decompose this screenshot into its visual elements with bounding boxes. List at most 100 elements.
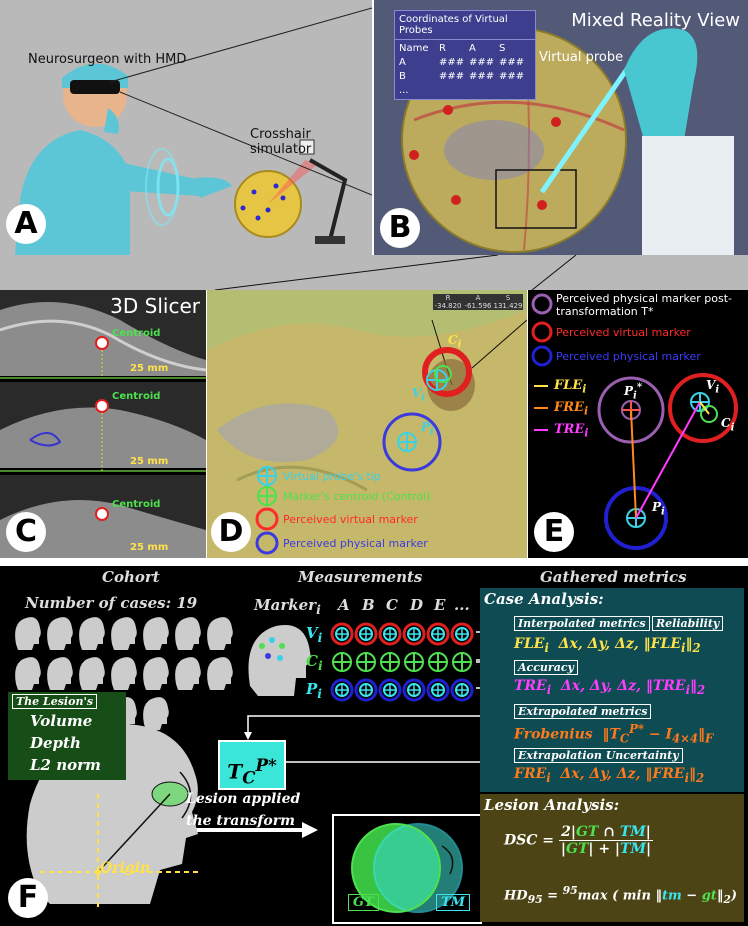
transform-box: TCP* bbox=[218, 740, 286, 790]
hd-formula: HD95 = 95max ( min ‖tm − gt‖2) bbox=[504, 884, 738, 906]
fle-formula-name: FLE bbox=[514, 636, 545, 652]
panel-c-label: C bbox=[6, 512, 46, 552]
tm-label: TM bbox=[436, 894, 471, 911]
legend-perceived-virtual: Perceived virtual marker bbox=[556, 326, 691, 339]
probe-table-cell: A bbox=[399, 57, 406, 68]
centroid-label: Centroid bbox=[112, 391, 161, 402]
lesion-tag: The Lesion's bbox=[12, 694, 98, 709]
case-analysis-title: Case Analysis: bbox=[484, 590, 604, 608]
separator-strip bbox=[0, 255, 748, 290]
panel-f: Cohort Number of cases: 19 Measurements … bbox=[0, 566, 748, 926]
fre-formula-name: FRE bbox=[514, 766, 547, 782]
row-c-label: Ci bbox=[306, 652, 323, 673]
scale-label: 25 mm bbox=[130, 456, 169, 467]
row-c-text: C bbox=[306, 652, 318, 670]
legend-physical-marker: Perceived physical marker bbox=[283, 537, 428, 550]
fle-formula: FLEi Δx, Δy, Δz, ‖FLEi‖2 bbox=[514, 636, 701, 655]
marker-col-d: D bbox=[410, 596, 424, 614]
panel-b: Coordinates of Virtual Probes Name R A S… bbox=[374, 0, 748, 255]
e-vi-label: Vi bbox=[706, 378, 720, 396]
fle-label: FLEi bbox=[554, 378, 587, 396]
probe-table-cell: ### bbox=[499, 57, 525, 68]
mixed-reality-title: Mixed Reality View bbox=[571, 10, 740, 31]
tre-text: TRE bbox=[554, 422, 585, 437]
gathered-title: Gathered metrics bbox=[540, 568, 687, 586]
panel-d-label: D bbox=[211, 512, 251, 552]
coord-readout: R A S -34.820 -61.596 131.429 bbox=[433, 294, 523, 310]
tre-label: TREi bbox=[554, 422, 589, 440]
probe-table-cell: ### bbox=[439, 71, 465, 82]
probe-table-cell: ### bbox=[469, 57, 495, 68]
fre-text: FRE bbox=[554, 400, 584, 415]
centroid-label: Centroid bbox=[112, 328, 161, 339]
e-pi-label: Pi bbox=[652, 500, 665, 518]
lesion-volume: Volume bbox=[30, 712, 93, 730]
gt-tm-overlap bbox=[351, 823, 463, 913]
panel-f-label: F bbox=[8, 878, 48, 918]
probe-table-body: Name R A S A ### ### ### B ### ### ### .… bbox=[395, 40, 535, 99]
fle-text: FLE bbox=[554, 378, 583, 393]
probe-table: Coordinates of Virtual Probes Name R A S… bbox=[394, 10, 536, 100]
coord-value: -61.596 bbox=[464, 302, 492, 310]
panel-a: Neurosurgeon with HMD Crosshair simulato… bbox=[0, 0, 372, 255]
probe-table-cell: B bbox=[399, 71, 406, 82]
coord-header: S bbox=[505, 294, 511, 302]
pi-label: Pi bbox=[421, 420, 434, 438]
centroid-label: Centroid bbox=[112, 499, 161, 510]
lesion-box bbox=[8, 692, 126, 780]
origin-label: Origin bbox=[100, 860, 151, 876]
slicer-views bbox=[0, 290, 206, 558]
cohort-title: Cohort bbox=[102, 568, 160, 586]
measurement-head bbox=[248, 625, 311, 696]
probe-table-cell: ### bbox=[499, 71, 525, 82]
measurements-title: Measurements bbox=[298, 568, 423, 586]
probe-table-cell bbox=[439, 85, 469, 96]
reliability-tag: Reliability bbox=[652, 616, 724, 631]
vi-label: Vi bbox=[412, 386, 426, 404]
interp-tag: Interpolated metrics bbox=[514, 616, 650, 631]
legend-virtual-marker: Perceived virtual marker bbox=[283, 513, 418, 526]
marker-col-more: ... bbox=[454, 596, 470, 614]
panel-c: 3D Slicer Centroid 25 mm Centroid 25 mm … bbox=[0, 290, 206, 558]
extrap-tag: Extrapolated metrics bbox=[514, 704, 652, 719]
marker-text: Marker bbox=[254, 596, 317, 614]
panel-b-label: B bbox=[380, 208, 420, 248]
scale-label: 25 mm bbox=[130, 542, 169, 553]
panel-a-label: A bbox=[6, 204, 46, 244]
probe-table-header: S bbox=[499, 43, 506, 54]
coord-header: A bbox=[475, 294, 481, 302]
surgeon-caption: Neurosurgeon with HMD bbox=[28, 52, 187, 67]
panel-d: R A S -34.820 -61.596 131.429 Ci Vi Pi V… bbox=[207, 290, 527, 558]
coord-value: 131.429 bbox=[493, 302, 523, 310]
lesion-analysis-box bbox=[480, 794, 744, 922]
marker-col-a: A bbox=[338, 596, 350, 614]
probe-table-header: R bbox=[439, 43, 446, 54]
marker-label: Markeri bbox=[254, 596, 321, 617]
probe-table-cell: ### bbox=[469, 71, 495, 82]
marker-col-e: E bbox=[434, 596, 446, 614]
panel-e-label: E bbox=[534, 512, 574, 552]
zoom-lines bbox=[214, 255, 577, 290]
dsc-text: DSC bbox=[504, 832, 538, 849]
probe-table-header: A bbox=[469, 43, 476, 54]
marker-col-c: C bbox=[386, 596, 398, 614]
row-p-label: Pi bbox=[306, 680, 323, 701]
fre-label: FREi bbox=[554, 400, 589, 418]
legend-post-transform: Perceived physical marker post-transform… bbox=[556, 292, 732, 318]
lesion-depth: Depth bbox=[30, 734, 81, 752]
lesion-analysis-title: Lesion Analysis: bbox=[484, 796, 620, 814]
probe-table-cell: ### bbox=[439, 57, 465, 68]
scale-label: 25 mm bbox=[130, 363, 169, 374]
fre-formula: FREi Δx, Δy, Δz, ‖FREi‖2 bbox=[514, 766, 705, 785]
marker-glyph-grid bbox=[330, 622, 474, 702]
hd-text: HD bbox=[504, 888, 528, 904]
coord-value: -34.820 bbox=[434, 302, 462, 310]
row-p-text: P bbox=[306, 680, 318, 698]
frobenius-name: Frobenius bbox=[514, 726, 593, 743]
error-geometry bbox=[531, 293, 738, 550]
case-analysis-box bbox=[480, 588, 744, 792]
row-v-text: V bbox=[306, 624, 318, 642]
probe-table-cell bbox=[499, 85, 529, 96]
probe-table-cell bbox=[469, 85, 499, 96]
probe-table-title: Coordinates of Virtual Probes bbox=[395, 11, 535, 40]
